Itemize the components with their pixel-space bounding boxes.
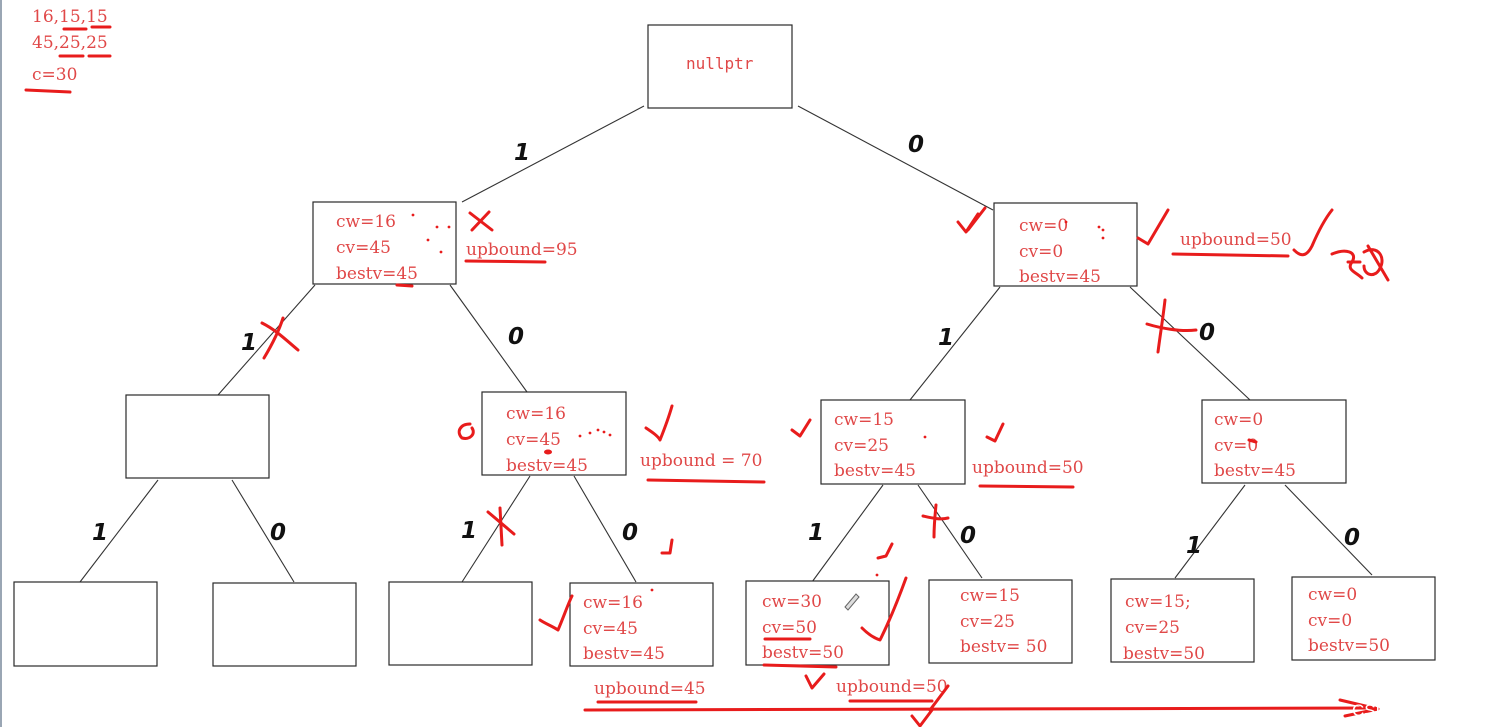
tree-node-leaf-2	[212, 582, 357, 667]
tree-node-a: cw=16 cv=45 bestv=45	[312, 201, 457, 285]
tree-node-g: cw=16 cv=45 bestv=45	[569, 582, 714, 667]
node-h-cv: cv=50	[762, 618, 817, 638]
tree-node-root: nullptr	[647, 24, 793, 109]
upbound-d: upbound = 70	[640, 451, 762, 471]
tree-node-c	[125, 394, 270, 479]
node-b-cw: cw=0	[1019, 216, 1068, 236]
weights-text: 16,15,15	[32, 7, 108, 27]
upbound-e: upbound=50	[972, 458, 1084, 478]
tree-node-leaf-3	[388, 581, 533, 666]
tree-node-k: cw=0 cv=0 bestv=50	[1291, 576, 1436, 661]
edge-label-d-right: 0	[622, 520, 638, 546]
tree-node-d: cw=16 cv=45 bestv=45	[481, 391, 627, 476]
node-e-cw: cw=15	[834, 410, 894, 430]
node-g-cv: cv=45	[583, 619, 638, 639]
edge-label-root-right: 0	[908, 132, 924, 158]
tree-node-j: cw=15; cv=25 bestv=50	[1110, 578, 1255, 664]
edge-label-c-right: 0	[270, 520, 286, 546]
node-j-cw: cw=15;	[1125, 592, 1191, 612]
edge-label-b-right: 0	[1199, 320, 1215, 346]
edge-label-a-left: 1	[241, 330, 257, 356]
watermark: CSDN @-林泽宇	[1352, 701, 1479, 720]
edge-label-d-left: 1	[461, 518, 477, 544]
node-d-bestv: bestv=45	[506, 456, 588, 476]
edge-label-a-right: 0	[508, 324, 524, 350]
edge-label-c-left: 1	[92, 520, 108, 546]
tree-node-b: cw=0 cv=0 bestv=45	[993, 202, 1138, 287]
params-underlines	[24, 25, 112, 94]
node-b-cv: cv=0	[1019, 242, 1063, 262]
node-j-bestv: bestv=50	[1123, 644, 1205, 664]
handwritten-annotations	[260, 206, 1390, 727]
node-f-cw: cw=0	[1214, 410, 1263, 430]
node-i-cv: cv=25	[960, 612, 1015, 632]
upbound-b: upbound=50	[1180, 230, 1292, 250]
node-e-cv: cv=25	[834, 436, 889, 456]
upbound-a: upbound=95	[466, 240, 578, 260]
edge-label-e-left: 1	[808, 520, 824, 546]
node-a-cv: cv=45	[336, 238, 391, 258]
edge-label-b-left: 1	[938, 325, 954, 351]
node-f-bestv: bestv=45	[1214, 461, 1296, 481]
node-a-bestv: bestv=45	[336, 264, 418, 284]
node-k-bestv: bestv=50	[1308, 636, 1390, 656]
upbound-g: upbound=45	[594, 679, 706, 699]
node-b-bestv: bestv=45	[1019, 267, 1101, 287]
tree-edges	[79, 105, 1373, 583]
values-text: 45,25,25	[32, 33, 108, 53]
node-d-cw: cw=16	[506, 404, 566, 424]
tree-node-i: cw=15 cv=25 bestv= 50	[928, 579, 1073, 664]
node-k-cv: cv=0	[1308, 611, 1352, 631]
edge-label-f-right: 0	[1344, 525, 1360, 551]
capacity-text: c=30	[32, 65, 77, 85]
root-label: nullptr	[686, 54, 754, 73]
node-j-cv: cv=25	[1125, 618, 1180, 638]
node-e-bestv: bestv=45	[834, 461, 916, 481]
pencil-icon	[844, 593, 860, 611]
node-g-cw: cw=16	[583, 593, 643, 613]
upbound-h: upbound=50	[836, 677, 948, 697]
node-i-bestv: bestv= 50	[960, 637, 1047, 657]
node-g-bestv: bestv=45	[583, 644, 665, 664]
edge-label-root-left: 1	[514, 140, 530, 166]
edge-label-e-right: 0	[960, 523, 976, 549]
node-k-cw: cw=0	[1308, 585, 1357, 605]
node-i-cw: cw=15	[960, 586, 1020, 606]
node-a-cw: cw=16	[336, 212, 396, 232]
node-d-cv: cv=45	[506, 430, 561, 450]
node-f-cv: cv=0	[1214, 436, 1258, 456]
tree-node-leaf-1	[13, 581, 158, 667]
tree-node-h: cw=30 cv=50 bestv=50	[745, 580, 890, 666]
node-h-bestv: bestv=50	[762, 643, 844, 663]
tree-node-e: cw=15 cv=25 bestv=45	[820, 399, 966, 485]
node-h-cw: cw=30	[762, 592, 822, 612]
edge-label-f-left: 1	[1186, 533, 1202, 559]
tree-node-f: cw=0 cv=0 bestv=45	[1201, 399, 1347, 484]
